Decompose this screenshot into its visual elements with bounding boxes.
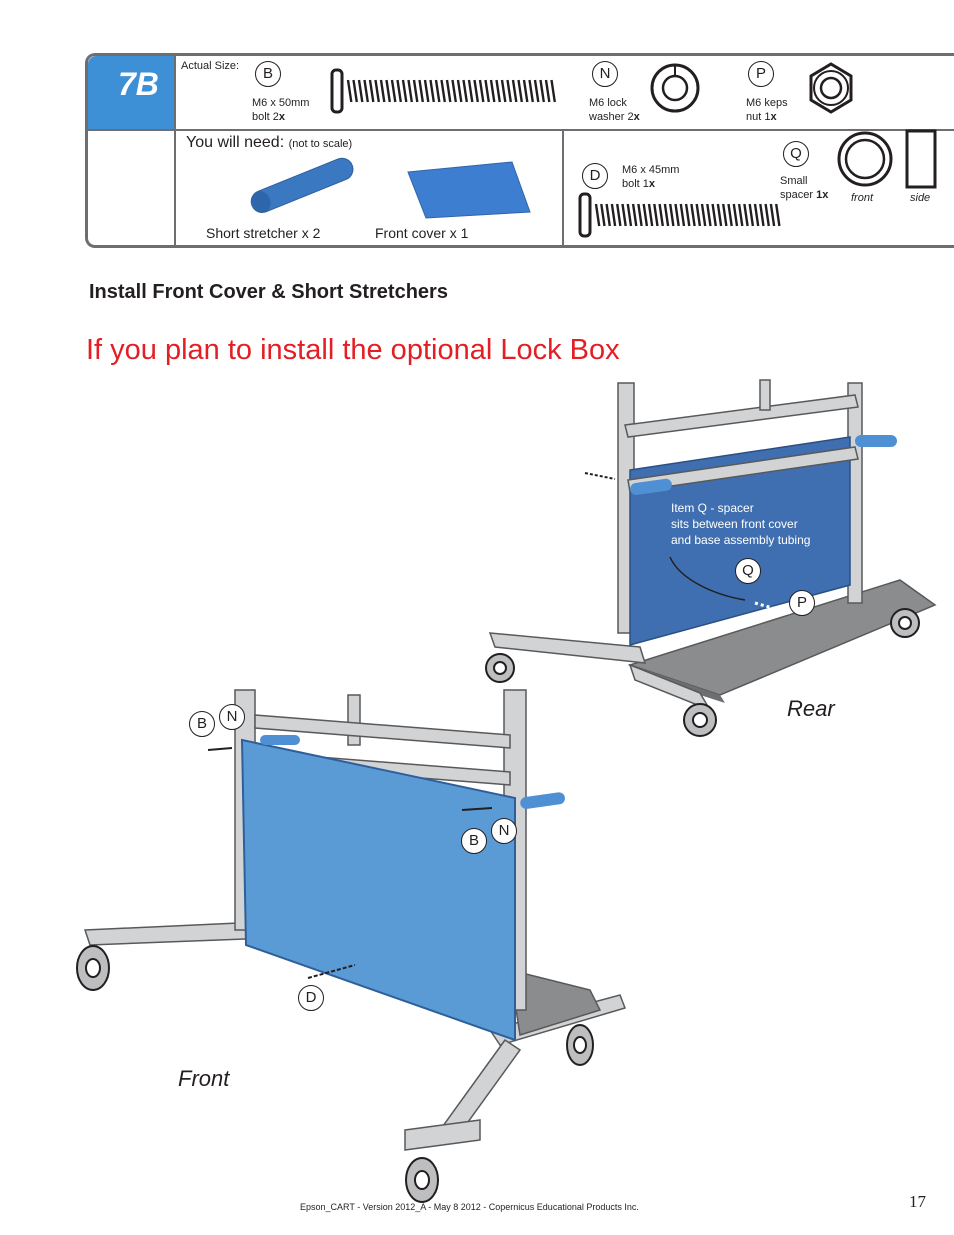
short-stretcher-icon	[250, 157, 354, 213]
page-number: 17	[909, 1192, 926, 1211]
lock-washer-icon	[650, 63, 700, 113]
front-cover-label: Front cover x 1	[375, 225, 469, 241]
lock-box-heading: If you plan to install the optional Lock…	[86, 334, 620, 366]
front-callout-b-upper: B	[189, 711, 215, 737]
item-b-callout: B	[255, 61, 281, 87]
spacer-front-icon	[837, 131, 893, 187]
rear-callout-p: P	[789, 590, 815, 616]
item-b-desc: M6 x 50mm bolt 2x	[252, 97, 310, 123]
front-callout-d: D	[298, 985, 324, 1011]
spacer-side-icon	[905, 129, 937, 189]
spacer-note: Item Q - spacer sits between front cover…	[671, 501, 811, 547]
instruction-title: Install Front Cover & Short Stretchers	[89, 281, 448, 303]
front-view-label: front	[851, 192, 874, 204]
bolt-d-icon	[578, 192, 781, 238]
item-n-desc: M6 lock washer 2x	[589, 97, 640, 123]
bolt-b-icon	[330, 68, 556, 114]
front-cart-illustration	[76, 689, 626, 1203]
item-n-callout: N	[592, 61, 618, 87]
item-p-callout: P	[748, 61, 774, 87]
footer-text: Epson_CART - Version 2012_A - May 8 2012…	[300, 1202, 639, 1212]
front-callout-n-upper: N	[219, 704, 245, 730]
divider	[88, 129, 954, 131]
short-stretcher-label: Short stretcher x 2	[206, 225, 321, 241]
item-q-callout: Q	[783, 141, 809, 167]
divider	[174, 56, 176, 246]
parts-box	[85, 53, 954, 248]
actual-size-label: Actual Size:	[181, 60, 240, 72]
side-view-label: side	[910, 192, 931, 204]
divider	[562, 130, 564, 246]
keps-nut-icon	[809, 62, 853, 114]
front-view-label: Front	[178, 1066, 230, 1091]
item-d-desc: M6 x 45mm bolt 1x	[622, 164, 680, 190]
front-callout-b-lower: B	[461, 828, 487, 854]
item-d-callout: D	[582, 163, 608, 189]
rear-callout-q: Q	[735, 558, 761, 584]
rear-view-label: Rear	[787, 696, 835, 721]
front-callout-n-lower: N	[491, 818, 517, 844]
item-q-desc: Small spacer 1x	[780, 175, 829, 201]
item-p-desc: M6 keps nut 1x	[746, 97, 788, 123]
step-badge: 7B	[88, 56, 174, 130]
you-will-need-label: You will need: (not to scale)	[186, 134, 353, 151]
front-cover-icon	[407, 161, 531, 219]
step-number: 7B	[118, 66, 159, 102]
